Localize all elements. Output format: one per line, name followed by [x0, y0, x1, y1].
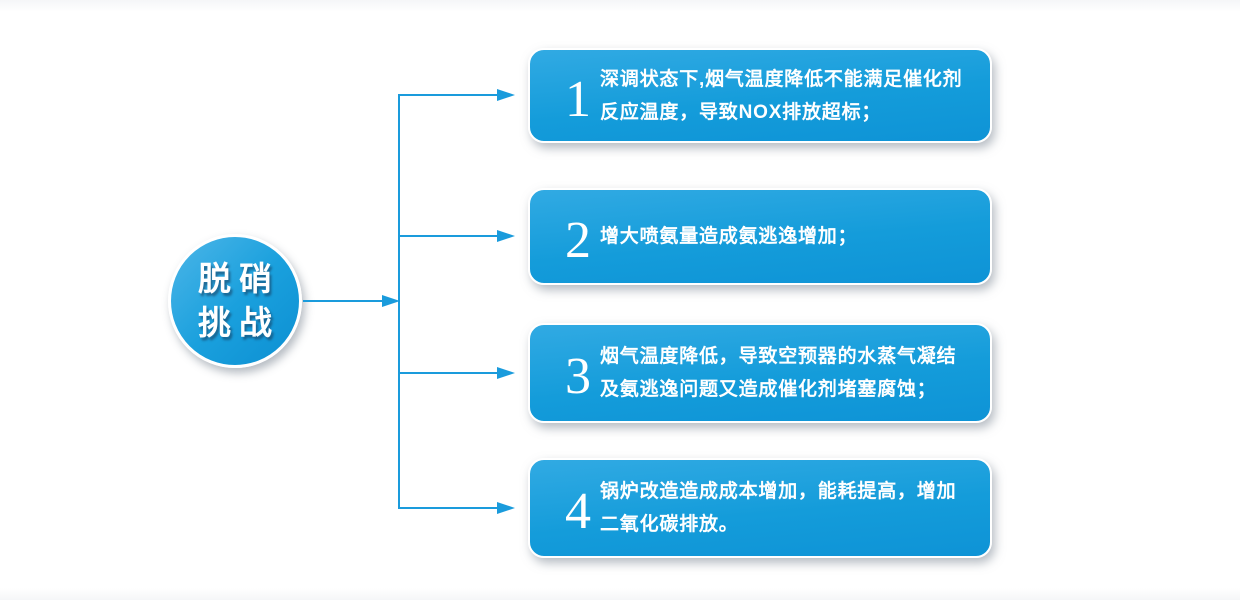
- challenge-text-line: 及氨逃逸问题又造成催化剂堵塞腐蚀；: [600, 379, 937, 400]
- challenge-number: 4: [565, 483, 591, 540]
- challenge-text: 锅炉改造造成成本增加，能耗提高，增加 二氧化碳排放。: [600, 475, 956, 541]
- challenge-text-line: 增大喷氨量造成氨逃逸增加；: [600, 226, 858, 247]
- arrowhead-icon: [497, 367, 515, 379]
- challenge-text: 深调状态下,烟气温度降低不能满足催化剂 反应温度，导致NOX排放超标；: [600, 63, 962, 129]
- challenge-number: 1: [565, 70, 591, 128]
- root-label-line2: 挑战: [198, 304, 280, 341]
- challenge-text-line: 反应温度，导致NOX排放超标；: [600, 101, 882, 123]
- challenge-text-line: 锅炉改造造成成本增加，能耗提高，增加: [600, 481, 957, 502]
- arrowhead-icon: [497, 230, 515, 242]
- challenge-box-2: 2 增大喷氨量造成氨逃逸增加；: [528, 188, 992, 285]
- arrowhead-icon: [497, 502, 515, 514]
- challenge-text-line: 烟气温度降低，导致空预器的水蒸气凝结: [600, 346, 957, 367]
- branch-line-2: [400, 235, 498, 237]
- arrowhead-icon: [382, 295, 400, 307]
- challenge-box-1: 1 深调状态下,烟气温度降低不能满足催化剂 反应温度，导致NOX排放超标；: [528, 48, 992, 143]
- challenge-text-line: 二氧化碳排放。: [600, 514, 739, 535]
- challenge-number: 3: [565, 348, 591, 405]
- branch-line-3: [400, 372, 498, 374]
- challenge-text: 烟气温度降低，导致空预器的水蒸气凝结 及氨逃逸问题又造成催化剂堵塞腐蚀；: [600, 340, 956, 406]
- branch-line-1: [400, 94, 498, 96]
- arrowhead-icon: [497, 89, 515, 101]
- branch-line-4: [400, 507, 498, 509]
- challenge-text-line: 深调状态下,烟气温度降低不能满足催化剂: [600, 68, 963, 90]
- challenge-box-3: 3 烟气温度降低，导致空预器的水蒸气凝结 及氨逃逸问题又造成催化剂堵塞腐蚀；: [528, 323, 992, 423]
- root-node-circle: 脱硝 挑战: [168, 234, 302, 368]
- connector-trunk-line: [398, 94, 400, 509]
- challenge-number: 2: [565, 211, 591, 269]
- root-connector-line: [303, 300, 383, 302]
- root-label-line1: 脱硝: [198, 260, 280, 297]
- challenge-box-4: 4 锅炉改造造成成本增加，能耗提高，增加 二氧化碳排放。: [528, 458, 992, 558]
- challenge-text: 增大喷氨量造成氨逃逸增加；: [600, 220, 857, 253]
